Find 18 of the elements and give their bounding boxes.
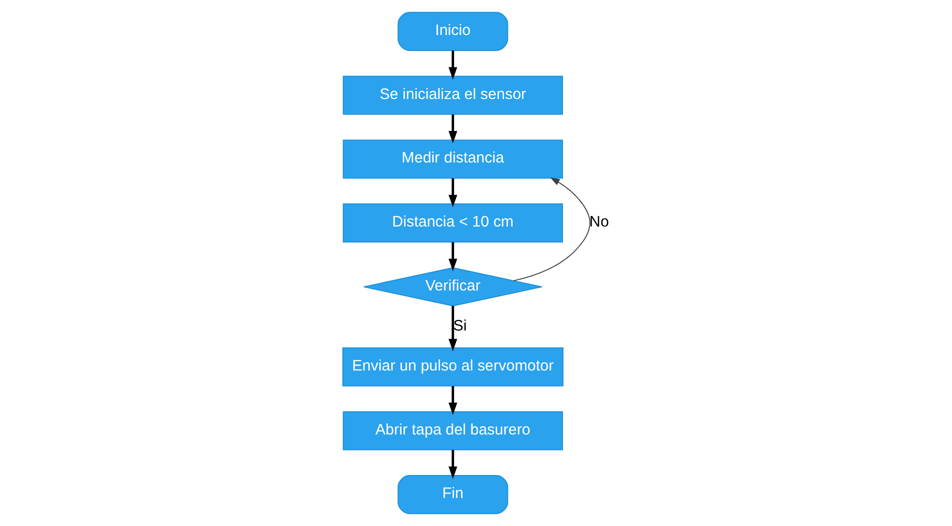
edge-label: Si	[453, 317, 467, 334]
arrow	[448, 242, 458, 272]
node-box: Enviar un pulso al servomotor	[342, 347, 564, 386]
node-box: Fin	[398, 475, 508, 514]
arrow	[448, 450, 458, 479]
arrow	[448, 50, 458, 80]
arrow	[513, 178, 590, 282]
arrow	[448, 306, 458, 352]
node-box: Abrir tapa del basurero	[342, 411, 563, 450]
node-box: Se inicializa el sensor	[342, 76, 563, 115]
node-box: Medir distancia	[342, 140, 563, 179]
arrow	[448, 178, 458, 208]
node-diamond: Verificar	[363, 267, 542, 306]
edge-label: No	[589, 214, 609, 231]
node-box: Inicio	[398, 12, 508, 51]
arrow	[448, 386, 458, 416]
arrow	[448, 114, 458, 144]
node-box: Distancia < 10 cm	[342, 203, 563, 243]
